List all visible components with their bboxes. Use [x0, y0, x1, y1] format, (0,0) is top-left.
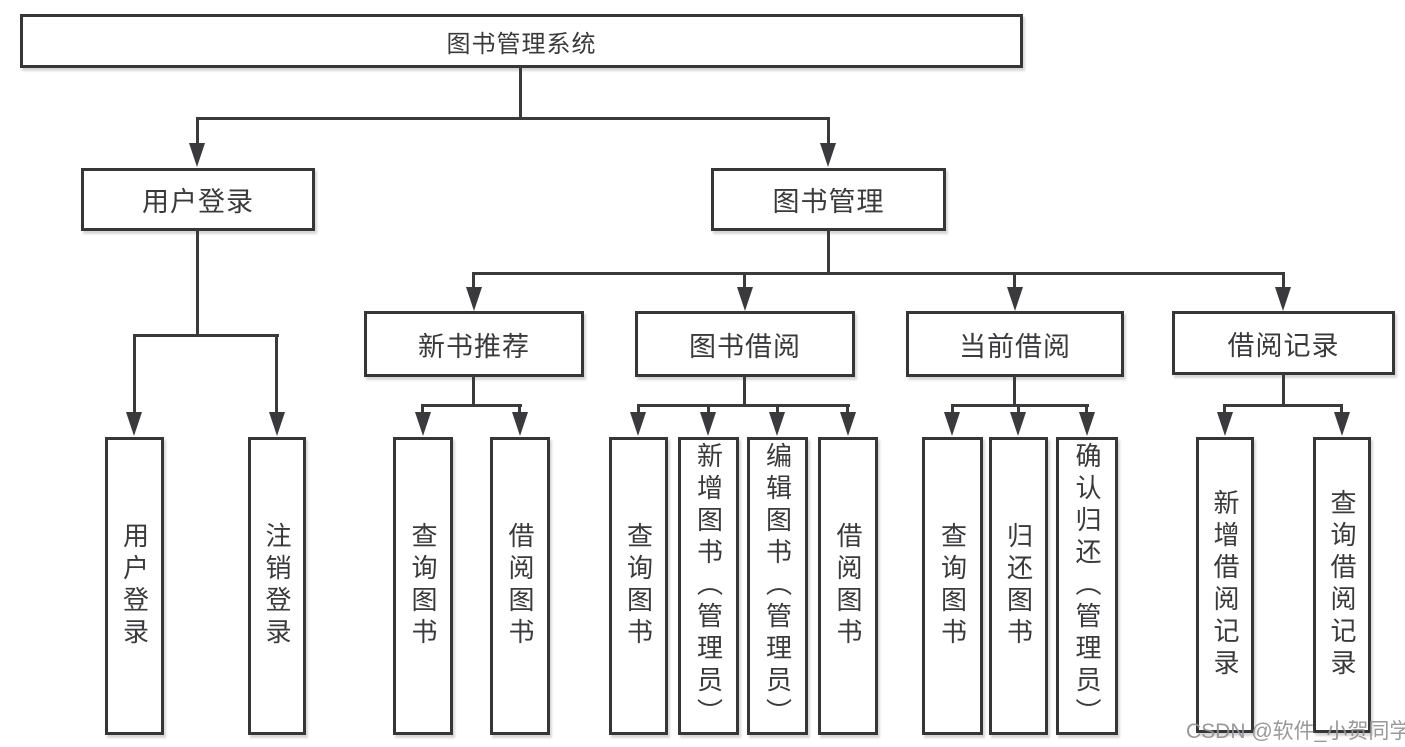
- leaf-query-books-borrowing: 查询图书: [609, 437, 668, 735]
- leaf-return-books: 归还图书: [989, 437, 1048, 735]
- arrow-down-icon: [189, 143, 205, 167]
- arrow-down-icon: [1217, 412, 1233, 436]
- arrow-down-icon: [820, 143, 836, 167]
- connector-line: [1282, 373, 1285, 406]
- connector-line: [1223, 404, 1226, 416]
- node-label: 查询图书: [623, 522, 654, 650]
- node-label: 用户登录: [142, 187, 254, 217]
- node-label: 用户登录: [119, 522, 150, 650]
- node-label: 新增借阅记录: [1210, 489, 1240, 681]
- arrow-down-icon: [1275, 287, 1291, 311]
- node-label: 归还图书: [1003, 522, 1034, 650]
- connector-line: [133, 334, 279, 337]
- connector-line: [1013, 375, 1016, 406]
- arrow-down-icon: [1079, 412, 1095, 436]
- node-new-book-recommend: 新书推荐: [364, 311, 584, 377]
- leaf-confirm-return-admin: 确认归还（管理员）: [1056, 437, 1118, 735]
- arrow-down-icon: [737, 287, 753, 311]
- arrow-down-icon: [1007, 287, 1023, 311]
- arrow-down-icon: [269, 412, 285, 436]
- watermark: CSDN @软件_小贺同学: [1186, 720, 1405, 743]
- connector-line: [1282, 272, 1285, 290]
- connector-line: [743, 272, 746, 290]
- arrow-down-icon: [126, 412, 142, 436]
- node-label: 借阅记录: [1227, 330, 1340, 361]
- node-label: 查询借阅记录: [1327, 489, 1357, 681]
- node-label: 新增图书（管理员）: [693, 442, 724, 730]
- connector-line: [1223, 404, 1343, 407]
- connector-line: [196, 117, 830, 120]
- arrow-down-icon: [840, 412, 856, 436]
- arrow-down-icon: [512, 412, 528, 436]
- arrow-down-icon: [466, 287, 482, 311]
- arrow-down-icon: [1010, 412, 1026, 436]
- connector-line: [421, 404, 424, 416]
- connector-line: [196, 117, 199, 145]
- connector-line: [827, 117, 830, 145]
- node-label: 注销登录: [262, 522, 292, 650]
- node-current-borrowing: 当前借阅: [906, 311, 1124, 377]
- node-user-login: 用户登录: [81, 168, 315, 231]
- arrow-down-icon: [630, 412, 646, 436]
- connector-line: [827, 229, 830, 274]
- node-label: 查询图书: [408, 522, 438, 650]
- node-label: 查询图书: [937, 522, 968, 650]
- connector-line: [519, 66, 522, 120]
- node-book-management: 图书管理: [711, 168, 946, 231]
- leaf-query-borrow-record: 查询借阅记录: [1313, 437, 1371, 733]
- connector-line: [421, 404, 522, 407]
- leaf-add-borrow-record: 新增借阅记录: [1196, 437, 1254, 733]
- connector-line: [637, 404, 640, 416]
- arrow-down-icon: [415, 412, 431, 436]
- leaf-add-book-admin: 新增图书（管理员）: [678, 437, 739, 735]
- connector-line: [707, 404, 710, 416]
- node-label: 图书管理: [772, 187, 885, 217]
- connector-line: [1017, 404, 1020, 416]
- connector-line: [472, 272, 475, 290]
- node-label: 编辑图书（管理员）: [762, 442, 793, 730]
- connector-line: [472, 272, 1285, 275]
- connector-line: [133, 334, 136, 414]
- leaf-borrow-books-borrowing: 借阅图书: [818, 437, 878, 735]
- leaf-edit-book-admin: 编辑图书（管理员）: [747, 437, 808, 735]
- connector-line: [1340, 404, 1343, 416]
- node-label: 图书借阅: [689, 331, 801, 362]
- connector-line: [275, 334, 278, 414]
- leaf-query-books-current: 查询图书: [922, 437, 983, 735]
- connector-line: [637, 404, 850, 407]
- node-library-management-system: 图书管理系统: [20, 14, 1023, 68]
- node-borrowing-records: 借阅记录: [1172, 311, 1395, 375]
- leaf-borrow-books-recommend: 借阅图书: [490, 437, 550, 735]
- leaf-logout: 注销登录: [248, 437, 306, 735]
- arrow-down-icon: [769, 412, 785, 436]
- connector-line: [846, 404, 849, 416]
- leaf-query-books-recommend: 查询图书: [393, 437, 453, 735]
- connector-line: [951, 404, 954, 416]
- node-label: 图书管理系统: [446, 30, 597, 58]
- arrow-down-icon: [700, 412, 716, 436]
- connector-line: [951, 404, 1089, 407]
- node-label: 当前借阅: [959, 331, 1071, 362]
- node-label: 借阅图书: [833, 522, 863, 650]
- node-book-borrowing: 图书借阅: [635, 311, 855, 377]
- leaf-user-login: 用户登录: [105, 437, 164, 735]
- connector-line: [1013, 272, 1016, 290]
- node-label: 借阅图书: [505, 522, 535, 650]
- connector-line: [1085, 404, 1088, 416]
- connector-line: [743, 375, 746, 406]
- connector-line: [776, 404, 779, 416]
- connector-line: [472, 375, 475, 406]
- node-label: 确认归还（管理员）: [1072, 442, 1102, 730]
- node-label: 新书推荐: [418, 331, 530, 362]
- arrow-down-icon: [944, 412, 960, 436]
- connector-line: [196, 229, 199, 336]
- arrow-down-icon: [1334, 412, 1350, 436]
- connector-line: [518, 404, 521, 416]
